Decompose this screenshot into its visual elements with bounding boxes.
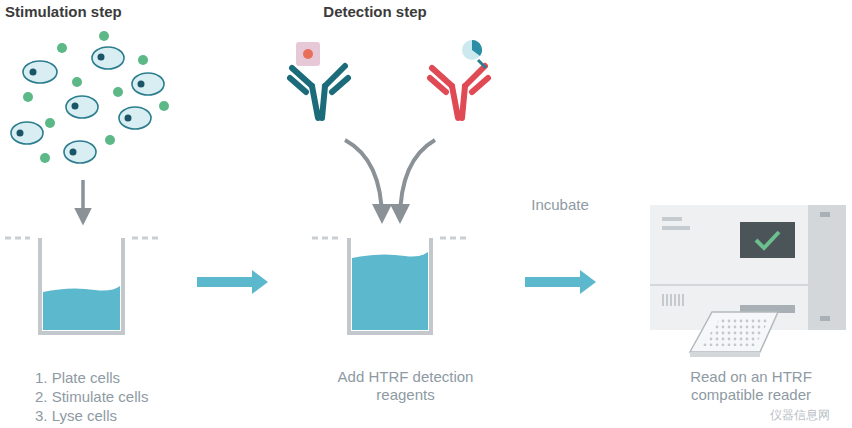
well: [5, 237, 30, 240]
plate-reader: [678, 294, 680, 306]
stimulus-dots: [159, 101, 169, 111]
acceptor-antibody: [430, 66, 488, 118]
donor-antibody: [290, 78, 348, 92]
acceptor-label: [478, 60, 486, 68]
cells: [11, 122, 43, 144]
well: [349, 238, 431, 333]
plate-reader: [663, 294, 683, 306]
nuclei: [17, 54, 145, 156]
step-item: 3. Lyse cells: [35, 407, 185, 425]
nuclei: [17, 130, 24, 137]
cells: [132, 73, 164, 95]
donor-label: [303, 49, 313, 59]
flow-arrow: [197, 270, 268, 294]
well: [352, 252, 428, 330]
stimulus-dots: [72, 77, 82, 87]
plate-reader: [650, 284, 808, 286]
flow-arrow: [197, 270, 596, 294]
plate-reader: [662, 217, 682, 221]
nuclei: [125, 115, 132, 122]
down-arrow: [83, 180, 84, 222]
plate-reader: [670, 294, 672, 306]
acceptor-label: [462, 40, 482, 60]
plate-reader: [682, 294, 684, 306]
stimulus-dots: [45, 118, 55, 128]
donor-label: [296, 42, 320, 66]
well: [40, 238, 123, 333]
well: [312, 238, 466, 333]
microplate: [690, 312, 778, 357]
step-heading: Detection step: [300, 3, 450, 21]
acceptor-label: [472, 40, 482, 56]
cells: [64, 141, 96, 163]
donor-antibody: [290, 66, 348, 118]
step-note: Incubate: [520, 196, 600, 214]
step-caption: Add HTRF detection reagents: [336, 368, 475, 404]
well: [440, 237, 466, 240]
well: [43, 286, 120, 330]
plate-reader: [740, 222, 795, 258]
stimulus-dots: [23, 92, 33, 102]
cells: [11, 47, 164, 163]
step-item: 2. Stimulate cells: [35, 388, 185, 406]
nuclei: [138, 81, 145, 88]
plate-reader: [662, 226, 690, 230]
curved-arrow: [345, 140, 435, 220]
cells: [119, 107, 151, 129]
step-caption: Read on an HTRF compatible reader: [680, 368, 822, 404]
plate-reader: [666, 294, 668, 306]
curved-arrow: [345, 140, 382, 220]
well: [5, 238, 160, 333]
stimulus-dots: [105, 135, 115, 145]
flow-arrow: [525, 270, 596, 294]
down-arrow: [81, 180, 85, 222]
microplate: [690, 312, 778, 352]
microplate: [690, 352, 760, 357]
plate-reader: [662, 294, 664, 306]
stimulus-dots: [138, 55, 148, 65]
watermark: 仪器信息网: [770, 406, 840, 424]
stimulus-dots: [113, 87, 123, 97]
cells: [66, 96, 98, 118]
stimulus-dots: [40, 153, 50, 163]
plate-reader: [674, 294, 676, 306]
nuclei: [70, 149, 77, 156]
plate-reader: [820, 316, 830, 321]
plate-reader: [820, 212, 830, 217]
nuclei: [72, 103, 79, 110]
stimulus-dots: [23, 31, 169, 163]
plate-reader: [808, 205, 846, 330]
step-item: 1. Plate cells: [35, 369, 185, 387]
acceptor-antibody: [452, 86, 465, 118]
well: [132, 237, 160, 240]
acceptor-label: [462, 40, 486, 68]
stimulus-dots: [99, 31, 109, 41]
nuclei: [98, 54, 105, 61]
donor-antibody: [312, 86, 325, 118]
plate-reader: [756, 232, 779, 248]
well: [312, 237, 340, 240]
stimulus-dots: [57, 43, 67, 53]
cells: [23, 61, 57, 83]
acceptor-antibody: [430, 78, 488, 92]
nuclei: [30, 69, 37, 76]
donor-label: [296, 42, 320, 66]
curved-arrow: [400, 140, 435, 220]
step-heading: Stimulation step: [5, 3, 175, 21]
microplate: [702, 318, 770, 346]
cells: [92, 47, 124, 69]
